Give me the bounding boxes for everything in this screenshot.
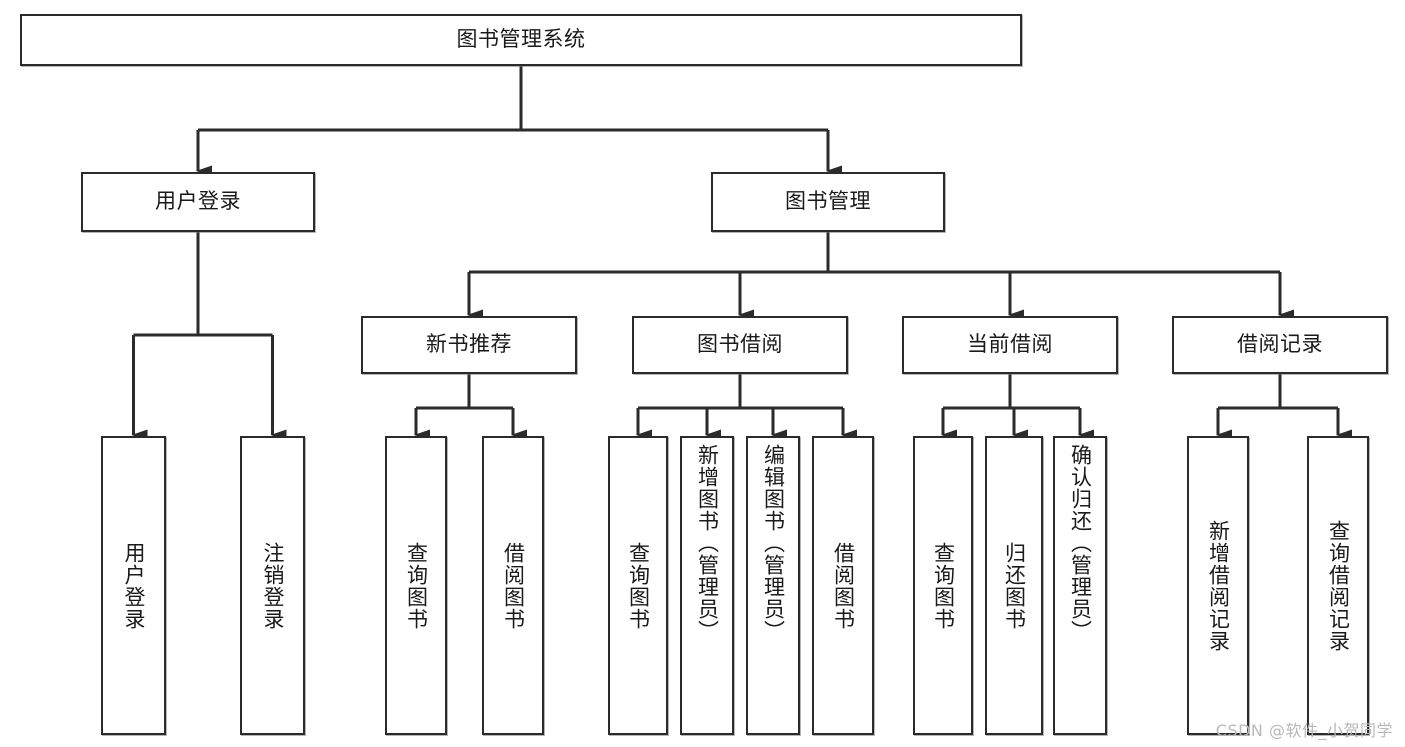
leaf-query-book-2-label: 查询图书 — [626, 541, 651, 630]
node-book-borrow-label: 图书借阅 — [697, 332, 783, 357]
leaf-logout-label: 注销登录 — [260, 541, 285, 630]
leaf-confirm-return-admin-label: 确认归还（管理员） — [1068, 444, 1093, 642]
node-root[interactable]: 图书管理系统 — [20, 14, 1022, 66]
node-borrow-record[interactable]: 借阅记录 — [1172, 316, 1388, 374]
node-user-login-label: 用户登录 — [155, 189, 241, 214]
node-current-borrow[interactable]: 当前借阅 — [902, 316, 1118, 374]
leaf-query-borrow-record-label: 查询借阅记录 — [1326, 519, 1351, 652]
leaf-add-book-admin-label: 新增图书（管理员） — [695, 444, 720, 642]
node-new-book-recommend-label: 新书推荐 — [426, 332, 512, 357]
leaf-confirm-return-admin[interactable]: 确认归还（管理员） — [1053, 436, 1107, 735]
node-root-label: 图书管理系统 — [456, 27, 586, 52]
leaf-query-book-3[interactable]: 查询图书 — [913, 436, 973, 735]
node-user-login[interactable]: 用户登录 — [81, 172, 315, 232]
leaf-user-login[interactable]: 用户登录 — [101, 436, 166, 735]
leaf-return-book-label: 归还图书 — [1002, 541, 1027, 630]
leaf-add-borrow-record-label: 新增借阅记录 — [1206, 519, 1231, 652]
leaf-borrow-book-1[interactable]: 借阅图书 — [482, 436, 544, 735]
leaf-query-book-1[interactable]: 查询图书 — [385, 436, 447, 735]
leaf-logout[interactable]: 注销登录 — [240, 436, 305, 735]
leaf-borrow-book-1-label: 借阅图书 — [501, 541, 526, 630]
leaf-query-book-1-label: 查询图书 — [404, 541, 429, 630]
node-book-borrow[interactable]: 图书借阅 — [632, 316, 848, 374]
leaf-edit-book-admin-label: 编辑图书（管理员） — [761, 444, 786, 642]
watermark-text: CSDN @软件_小贺同学 — [1215, 721, 1393, 740]
leaf-borrow-book-2-label: 借阅图书 — [831, 541, 856, 630]
node-new-book-recommend[interactable]: 新书推荐 — [361, 316, 577, 374]
leaf-return-book[interactable]: 归还图书 — [985, 436, 1043, 735]
leaf-borrow-book-2[interactable]: 借阅图书 — [812, 436, 874, 735]
node-book-management[interactable]: 图书管理 — [711, 172, 945, 232]
leaf-add-borrow-record[interactable]: 新增借阅记录 — [1187, 436, 1249, 735]
leaf-add-book-admin[interactable]: 新增图书（管理员） — [680, 436, 734, 735]
leaf-edit-book-admin[interactable]: 编辑图书（管理员） — [746, 436, 800, 735]
leaf-query-borrow-record[interactable]: 查询借阅记录 — [1307, 436, 1369, 735]
leaf-user-login-label: 用户登录 — [121, 541, 146, 630]
connector-paths — [131, 66, 1352, 441]
leaf-query-book-2[interactable]: 查询图书 — [608, 436, 668, 735]
node-book-management-label: 图书管理 — [785, 189, 871, 214]
node-borrow-record-label: 借阅记录 — [1237, 332, 1323, 357]
leaf-query-book-3-label: 查询图书 — [931, 541, 956, 630]
node-current-borrow-label: 当前借阅 — [967, 332, 1053, 357]
